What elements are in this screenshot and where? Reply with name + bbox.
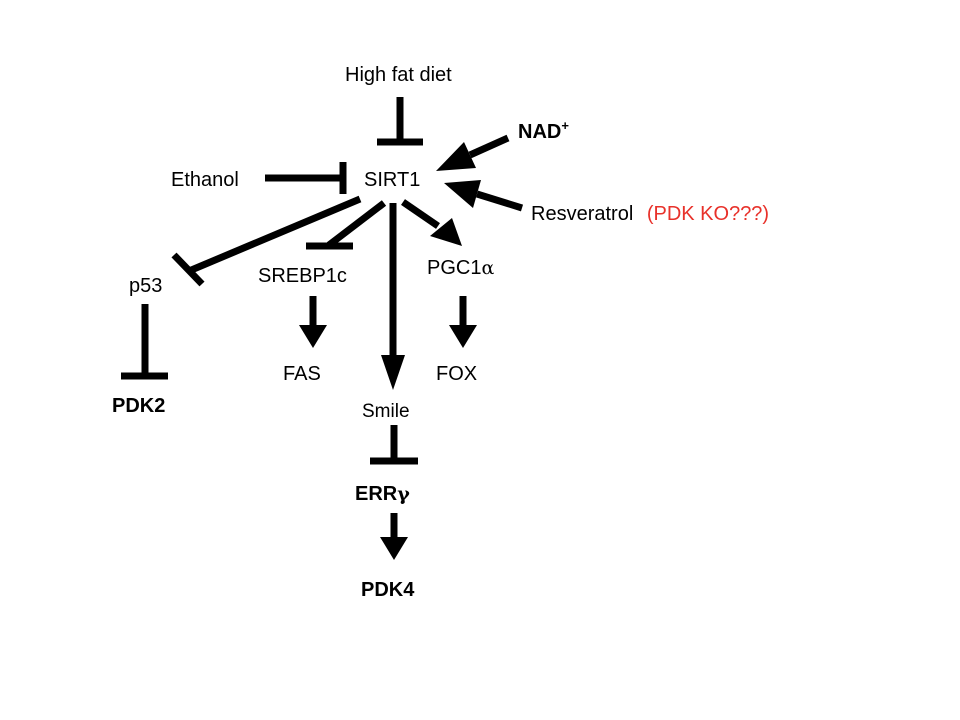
- node-nad-superscript: +: [561, 118, 569, 133]
- node-errg-greek: γ: [397, 483, 410, 505]
- node-p53-label: p53: [129, 275, 163, 297]
- node-resveratrol-label: Resveratrol: [531, 203, 634, 225]
- node-ethanol: Ethanol: [171, 168, 239, 192]
- node-resveratrol: Resveratrol (PDK KO???): [531, 202, 769, 226]
- node-errg: ERRγ: [355, 482, 410, 506]
- node-high-fat-diet: High fat diet: [345, 63, 452, 87]
- node-pdk2-label: PDK2: [112, 395, 166, 417]
- node-sirt1: SIRT1: [364, 168, 420, 192]
- node-fox: FOX: [436, 362, 477, 386]
- node-high-fat-diet-label: High fat diet: [345, 64, 452, 86]
- node-fas-label: FAS: [283, 363, 321, 385]
- sirt1-activates-smile: [381, 203, 405, 390]
- node-pgc1a-greek: α: [481, 257, 495, 279]
- sirt1-inhibits-srebp1c: [306, 200, 387, 250]
- pdk-ko-note: (PDK KO???): [646, 203, 770, 225]
- node-nad: NAD+: [518, 118, 569, 144]
- node-fox-label: FOX: [436, 363, 478, 385]
- sirt1-inhibits-p53: [171, 195, 362, 287]
- node-nad-label: NAD: [518, 121, 562, 143]
- smile-inhibits-errg: [370, 425, 418, 465]
- srebp1c-activates-fas: [299, 296, 327, 348]
- node-srebp1c-label: SREBP1c: [258, 265, 347, 287]
- node-pdk4-label: PDK4: [361, 579, 415, 601]
- resveratrol-activates-sirt1: [444, 180, 524, 212]
- node-pdk2: PDK2: [112, 394, 165, 418]
- ethanol-inhibits-sirt1: [265, 162, 347, 194]
- node-smile-label: Smile: [362, 401, 410, 422]
- node-srebp1c: SREBP1c: [258, 264, 347, 288]
- nad-activates-sirt1: [436, 134, 510, 171]
- sirt1-activates-pgc1a: [401, 199, 462, 246]
- node-pgc1a: PGC1α: [427, 256, 494, 280]
- node-pdk4: PDK4: [361, 578, 414, 602]
- node-p53: p53: [129, 274, 162, 298]
- node-errg-label: ERR: [355, 483, 398, 505]
- high-fat-diet-inhibits-sirt1: [377, 97, 423, 146]
- node-ethanol-label: Ethanol: [171, 169, 239, 191]
- node-sirt1-label: SIRT1: [364, 169, 421, 191]
- p53-inhibits-pdk2: [121, 304, 168, 380]
- pgc1a-activates-fox: [449, 296, 477, 348]
- node-fas: FAS: [283, 362, 321, 386]
- node-pgc1a-label: PGC1: [427, 257, 482, 279]
- node-smile: Smile: [362, 400, 410, 424]
- errg-activates-pdk4: [380, 513, 408, 560]
